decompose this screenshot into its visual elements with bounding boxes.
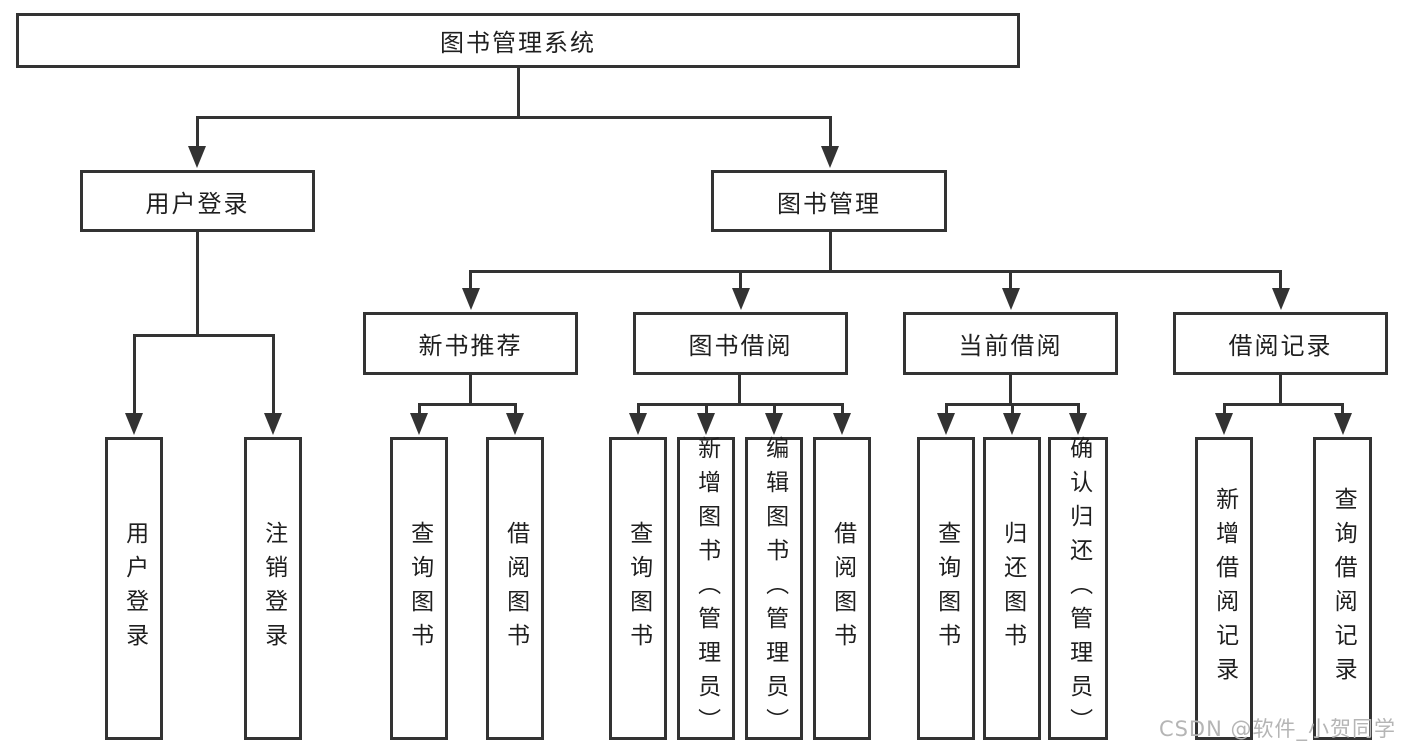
connector-root-stem (516, 68, 520, 119)
leaf-query-borrow-record-label: 查询借阅记录 (1330, 486, 1357, 691)
connector-user-stem (195, 232, 199, 335)
node-root: 图书管理系统 (16, 13, 1020, 68)
connector-to-records (1279, 270, 1282, 289)
connector-to-recd-query (1341, 403, 1344, 414)
connector-to-bor-borrow (840, 403, 844, 414)
leaf-return-books-label: 归还图书 (999, 520, 1026, 657)
node-book-borrow: 图书借阅 (633, 312, 848, 375)
leaf-borrow-query-books: 查询图书 (609, 437, 667, 740)
arrowhead-bor-add (697, 413, 715, 435)
connector-current-stem (1009, 375, 1012, 406)
node-book-management: 图书管理 (711, 170, 947, 232)
arrowhead-bor-borrow (833, 413, 851, 435)
leaf-user-login: 用户登录 (105, 437, 163, 740)
leaf-recommend-query-books-label: 查询图书 (406, 520, 433, 657)
arrowhead-bor-edit (765, 413, 783, 435)
arrowhead-borrow (731, 288, 750, 310)
connector-to-leaf-logout (271, 334, 275, 414)
connector-mgmt-stem (828, 232, 832, 272)
leaf-recommend-query-books: 查询图书 (390, 437, 448, 740)
leaf-logout-label: 注销登录 (260, 520, 287, 657)
connector-to-cur-return (1010, 403, 1014, 414)
leaf-add-book-admin: 新增图书（管理员） (677, 435, 735, 742)
leaf-confirm-return-admin-label: 确认归还（管理员） (1065, 435, 1092, 742)
leaf-add-book-admin-label: 新增图书（管理员） (693, 435, 720, 742)
connector-to-bor-edit (772, 403, 776, 414)
arrowhead-recommend (461, 288, 480, 310)
arrowhead-rec-query (410, 413, 428, 435)
connector-to-cur-confirm (1076, 403, 1080, 414)
leaf-current-query-books: 查询图书 (917, 437, 975, 740)
leaf-borrow-query-books-label: 查询图书 (625, 520, 652, 657)
leaf-borrow-books-label: 借阅图书 (829, 520, 856, 657)
leaf-user-login-label: 用户登录 (121, 520, 148, 657)
arrowhead-current (1001, 288, 1020, 310)
leaf-return-books: 归还图书 (983, 437, 1041, 740)
connector-to-recommend (469, 270, 472, 289)
connector-records-rail (1222, 403, 1344, 406)
arrowhead-user-login (188, 146, 206, 168)
leaf-borrow-books: 借阅图书 (813, 437, 871, 740)
leaf-edit-book-admin: 编辑图书（管理员） (745, 435, 803, 742)
connector-to-cur-query (944, 403, 948, 414)
connector-records-stem (1279, 375, 1282, 406)
leaf-add-borrow-record-label: 新增借阅记录 (1211, 486, 1238, 691)
connector-recommend-rail (417, 403, 517, 406)
connector-recommend-stem (469, 375, 472, 406)
leaf-current-query-books-label: 查询图书 (933, 520, 960, 657)
leaf-confirm-return-admin: 确认归还（管理员） (1048, 435, 1108, 742)
connector-to-bor-add (704, 403, 708, 414)
leaf-recommend-borrow-books-label: 借阅图书 (502, 520, 529, 657)
node-user-login-group: 用户登录 (80, 170, 315, 232)
arrowhead-leaf-login (125, 413, 143, 435)
connector-to-rec-query (417, 403, 421, 414)
connector-to-recd-add (1222, 403, 1226, 414)
node-current-borrow: 当前借阅 (903, 312, 1118, 375)
connector-borrow-rail (636, 403, 844, 406)
connector-to-rec-borrow (513, 403, 517, 414)
connector-level3-rail (469, 270, 1281, 273)
connector-level2-rail (195, 116, 832, 119)
connector-user-rail (132, 334, 275, 337)
arrowhead-cur-return (1003, 413, 1021, 435)
arrowhead-recd-add (1215, 413, 1233, 435)
connector-to-leaf-login (132, 334, 136, 414)
arrowhead-rec-borrow (506, 413, 524, 435)
arrowhead-bor-query (629, 413, 647, 435)
arrowhead-cur-confirm (1069, 413, 1087, 435)
leaf-add-borrow-record: 新增借阅记录 (1195, 437, 1253, 740)
leaf-query-borrow-record: 查询借阅记录 (1313, 437, 1372, 740)
leaf-recommend-borrow-books: 借阅图书 (486, 437, 544, 740)
node-new-book-recommend: 新书推荐 (363, 312, 578, 375)
leaf-edit-book-admin-label: 编辑图书（管理员） (761, 435, 788, 742)
arrowhead-book-management (821, 146, 839, 168)
connector-to-current (1009, 270, 1012, 289)
arrowhead-records (1271, 288, 1290, 310)
connector-to-book-management (828, 116, 832, 148)
arrowhead-recd-query (1333, 413, 1352, 435)
connector-borrow-stem (737, 375, 741, 406)
connector-to-bor-query (636, 403, 640, 414)
leaf-logout: 注销登录 (244, 437, 302, 740)
connector-to-borrow (739, 270, 742, 289)
arrowhead-leaf-logout (264, 413, 282, 435)
connector-to-user-login (195, 116, 199, 148)
arrowhead-cur-query (937, 413, 955, 435)
node-borrow-records: 借阅记录 (1173, 312, 1388, 375)
csdn-watermark: CSDN @软件_小贺同学 (1158, 717, 1396, 741)
